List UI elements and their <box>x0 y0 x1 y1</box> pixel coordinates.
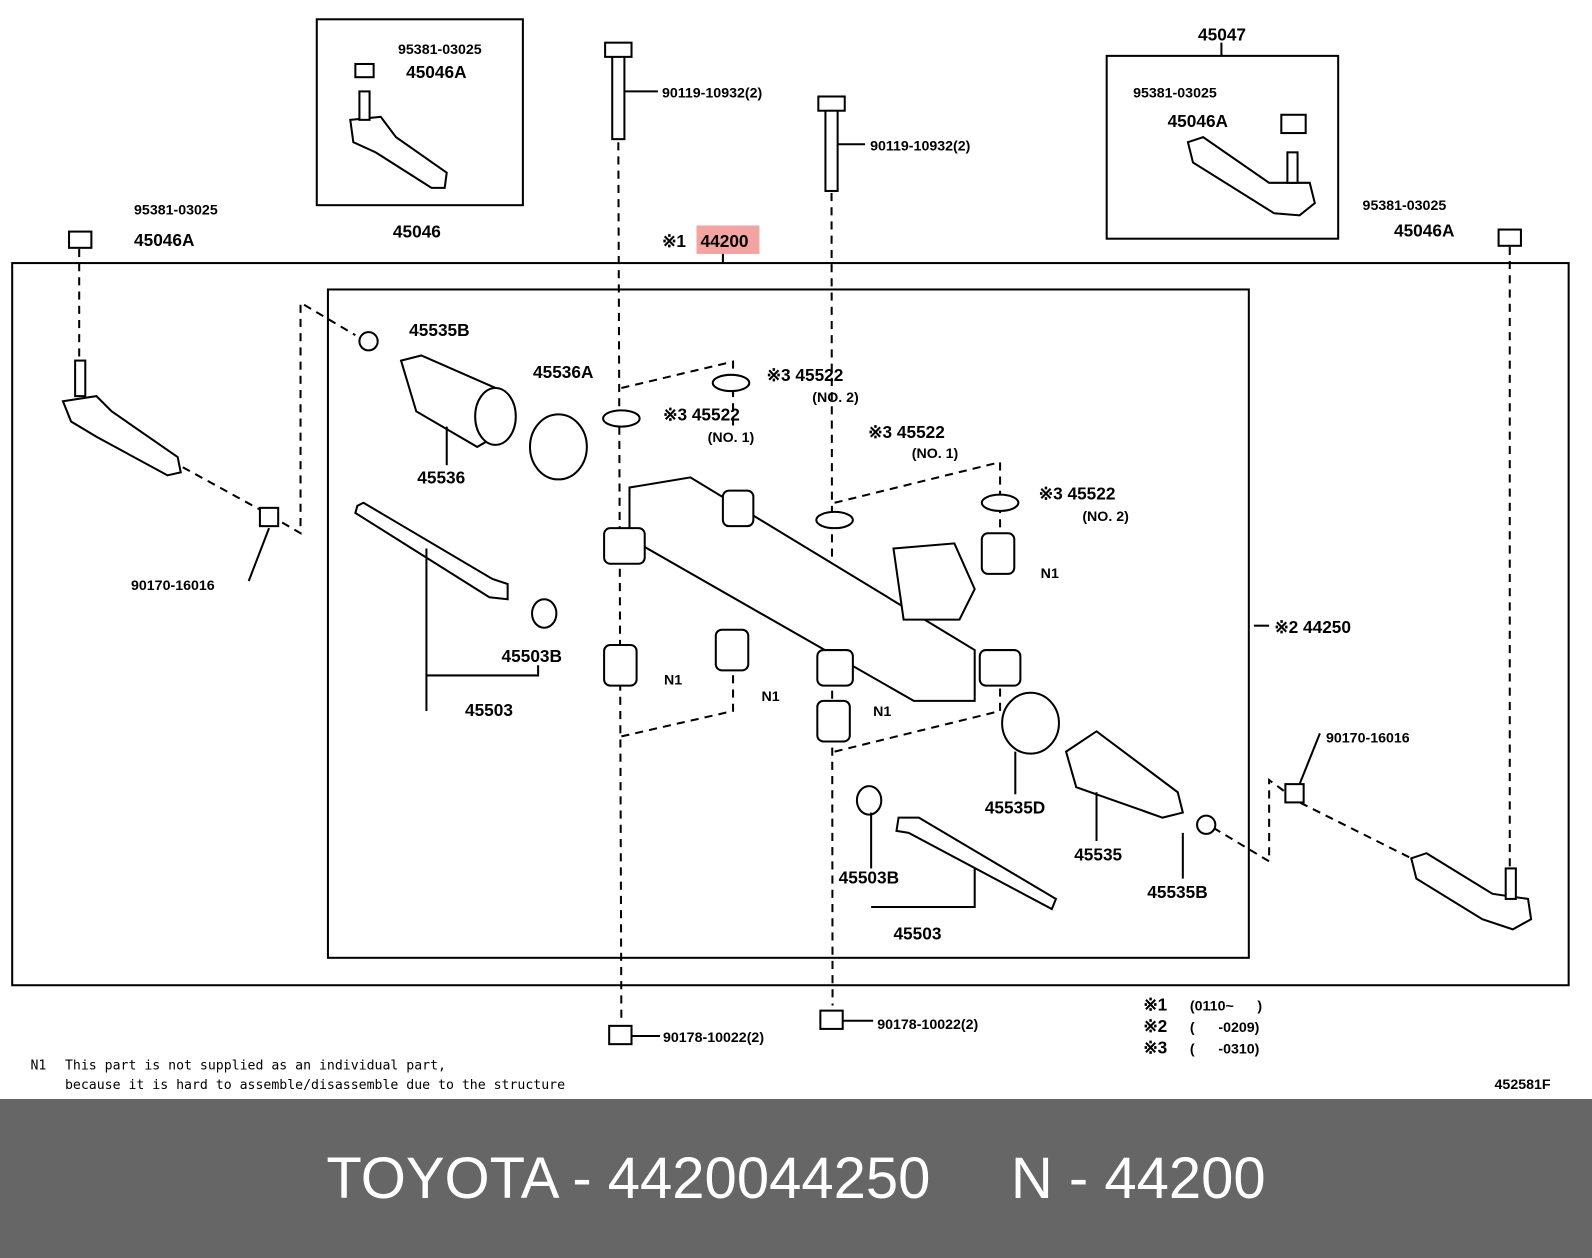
label-45046A: 45046A <box>134 230 194 250</box>
label-bolt-1: 90119-10932(2) <box>662 86 763 102</box>
legend-range: ( -0209) <box>1190 1020 1260 1036</box>
tie-rod-end-left-icon <box>61 359 182 477</box>
label-45046A: 45046A <box>406 62 466 82</box>
nut-icons <box>68 62 1522 1046</box>
label-90170-16016: 90170-16016 <box>131 578 215 594</box>
legend-mark: ※2 <box>1143 1016 1167 1036</box>
caption-bar: TOYOTA - 4420044250 N - 44200 <box>0 1099 1592 1258</box>
label-95381-03025: 95381-03025 <box>134 202 218 218</box>
caption-text: TOYOTA - 4420044250 N - 44200 <box>326 1146 1266 1211</box>
note-n1-line2: because it is hard to assemble/disassemb… <box>65 1078 565 1093</box>
label-n1: N1 <box>761 689 779 705</box>
label-bolt-2: 90119-10932(2) <box>870 138 971 154</box>
tie-rod-end-top-icon <box>349 90 448 189</box>
label-n1: N1 <box>873 704 891 720</box>
label-no2: (NO. 2) <box>812 390 859 406</box>
inner-rack-frame <box>326 288 1250 959</box>
label-95381-03025: 95381-03025 <box>398 42 482 58</box>
label-45522: ※3 45522 <box>767 365 844 385</box>
tie-rod-end-right-icon <box>1410 852 1533 931</box>
note-n1-symbol: N1 <box>30 1059 46 1074</box>
label-no1: (NO. 1) <box>708 430 755 446</box>
label-44250: ※2 44250 <box>1274 617 1351 637</box>
label-45535D: 45535D <box>985 798 1045 818</box>
label-45046A: 45046A <box>1394 221 1454 241</box>
label-45522: ※3 45522 <box>663 405 740 425</box>
assembly-mark: ※1 <box>662 231 686 251</box>
label-45046: 45046 <box>393 222 441 242</box>
label-45522: ※3 45522 <box>1039 484 1116 504</box>
label-45503B: 45503B <box>502 646 562 666</box>
label-44200: 44200 <box>701 231 749 251</box>
tie-rod-end-box-45046 <box>315 18 524 207</box>
legend-mark: ※3 <box>1143 1037 1167 1057</box>
tie-rod-end-box-right-icon <box>1186 135 1316 217</box>
label-45535: 45535 <box>1074 844 1122 864</box>
bushing-icons <box>603 532 1016 743</box>
washer-icons <box>531 373 1020 816</box>
leader-lines <box>247 90 1321 1038</box>
label-no2: (NO. 2) <box>1082 509 1129 525</box>
label-n1: N1 <box>1041 566 1059 582</box>
label-45046A: 45046A <box>1168 111 1228 131</box>
label-45047: 45047 <box>1198 25 1246 45</box>
highlight-44200 <box>696 225 760 254</box>
boot-right-icon <box>1001 691 1217 835</box>
legend-range: (0110~ ) <box>1190 999 1262 1015</box>
legend: ※1 (0110~ ) ※2 ( -0209) ※3 ( -0310) <box>1143 995 1262 1058</box>
legend-mark: ※1 <box>1143 995 1167 1015</box>
label-no1: (NO. 1) <box>912 446 959 462</box>
bolt-icons <box>604 41 846 192</box>
label-90178-10022: 90178-10022(2) <box>877 1017 978 1033</box>
label-45536: 45536 <box>417 467 465 487</box>
label-45535B: 45535B <box>409 320 469 340</box>
label-45503: 45503 <box>465 700 513 720</box>
label-45536A: 45536A <box>533 362 593 382</box>
boot-left-icon <box>358 331 588 481</box>
parts-diagram: 95381-03025 45046A 45046 90119-10932(2) … <box>11 18 1570 1093</box>
label-95381-03025: 95381-03025 <box>1133 86 1217 102</box>
steering-rack-icon <box>603 476 1022 702</box>
label-45503B: 45503B <box>839 868 899 888</box>
label-n1: N1 <box>664 673 682 689</box>
label-95381-03025: 95381-03025 <box>1363 198 1447 214</box>
outer-assembly-frame <box>11 262 1570 987</box>
label-45503: 45503 <box>893 924 941 944</box>
drawing-code: 452581F <box>1495 1077 1551 1093</box>
label-45535B: 45535B <box>1147 882 1207 902</box>
note-n1-line1: This part is not supplied as an individu… <box>65 1059 446 1074</box>
label-90178-10022: 90178-10022(2) <box>663 1030 764 1046</box>
legend-range: ( -0310) <box>1190 1041 1260 1057</box>
label-45522: ※3 45522 <box>868 422 945 442</box>
label-90170-16016: 90170-16016 <box>1326 730 1410 746</box>
inner-tie-rod-icons <box>354 501 1058 911</box>
